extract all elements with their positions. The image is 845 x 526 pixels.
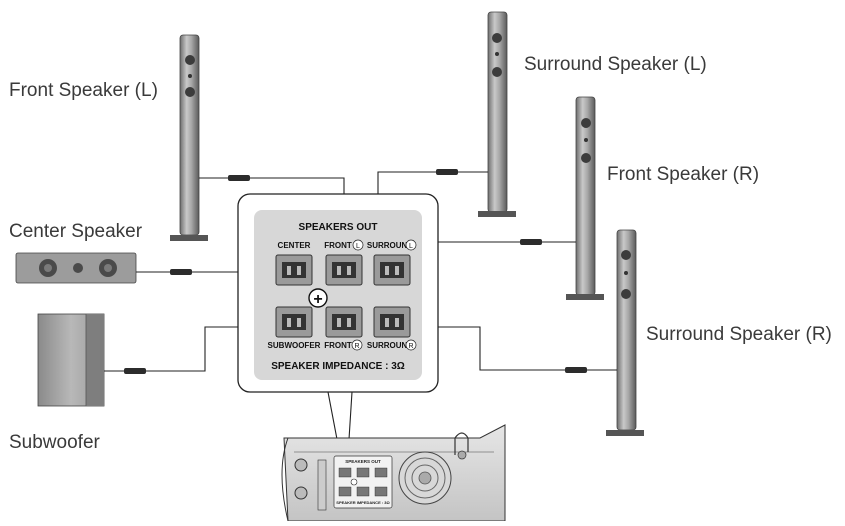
front-right-speaker bbox=[566, 96, 604, 300]
label-subwoofer: SUBWOOFER bbox=[268, 341, 321, 350]
label-surround-speaker-right: Surround Speaker (R) bbox=[646, 324, 832, 345]
label-surround-bottom: SURROUND bbox=[367, 341, 413, 350]
label-subwoofer: Subwoofer bbox=[9, 432, 100, 453]
speakers-out-panel: SPEAKERS OUT CENTER FRONT L SURROUND L + bbox=[237, 193, 439, 393]
cable-plugs bbox=[124, 169, 587, 374]
terminal-center bbox=[275, 254, 313, 286]
badge-front-l: L bbox=[356, 243, 360, 250]
center-speaker bbox=[15, 252, 137, 284]
badge-surround-r: R bbox=[408, 343, 413, 350]
label-front: FRONT bbox=[324, 241, 352, 250]
label-front-speaker-right: Front Speaker (R) bbox=[607, 164, 760, 185]
panel-title: SPEAKERS OUT bbox=[299, 222, 378, 233]
terminal-surround-right bbox=[373, 306, 411, 338]
label-center: CENTER bbox=[278, 241, 311, 250]
receiver-panel-title: SPEAKERS OUT bbox=[345, 459, 381, 464]
surround-right-speaker bbox=[606, 229, 644, 436]
front-left-speaker bbox=[170, 34, 208, 241]
subwoofer-unit bbox=[37, 313, 105, 407]
label-front-bottom: FRONT bbox=[324, 341, 352, 350]
badge-front-r: R bbox=[354, 343, 359, 350]
surround-left-speaker bbox=[478, 11, 516, 217]
badge-surround-l: L bbox=[409, 243, 413, 250]
plus-sign: + bbox=[313, 291, 322, 308]
receiver-panel-impedance: SPEAKER IMPEDANCE : 3Ω bbox=[336, 500, 390, 505]
label-center-speaker: Center Speaker bbox=[9, 221, 143, 242]
terminal-front-right bbox=[325, 306, 363, 338]
panel-impedance: SPEAKER IMPEDANCE : 3Ω bbox=[271, 361, 405, 372]
terminal-front-left bbox=[325, 254, 363, 286]
terminal-surround-left bbox=[373, 254, 411, 286]
label-surround-speaker-left: Surround Speaker (L) bbox=[524, 54, 707, 75]
label-front-speaker-left: Front Speaker (L) bbox=[9, 80, 158, 101]
label-surround: SURROUND bbox=[367, 241, 413, 250]
terminal-subwoofer bbox=[275, 306, 313, 338]
av-receiver: SPEAKERS OUT SPEAKER IMPEDANCE : 3Ω bbox=[281, 424, 506, 522]
